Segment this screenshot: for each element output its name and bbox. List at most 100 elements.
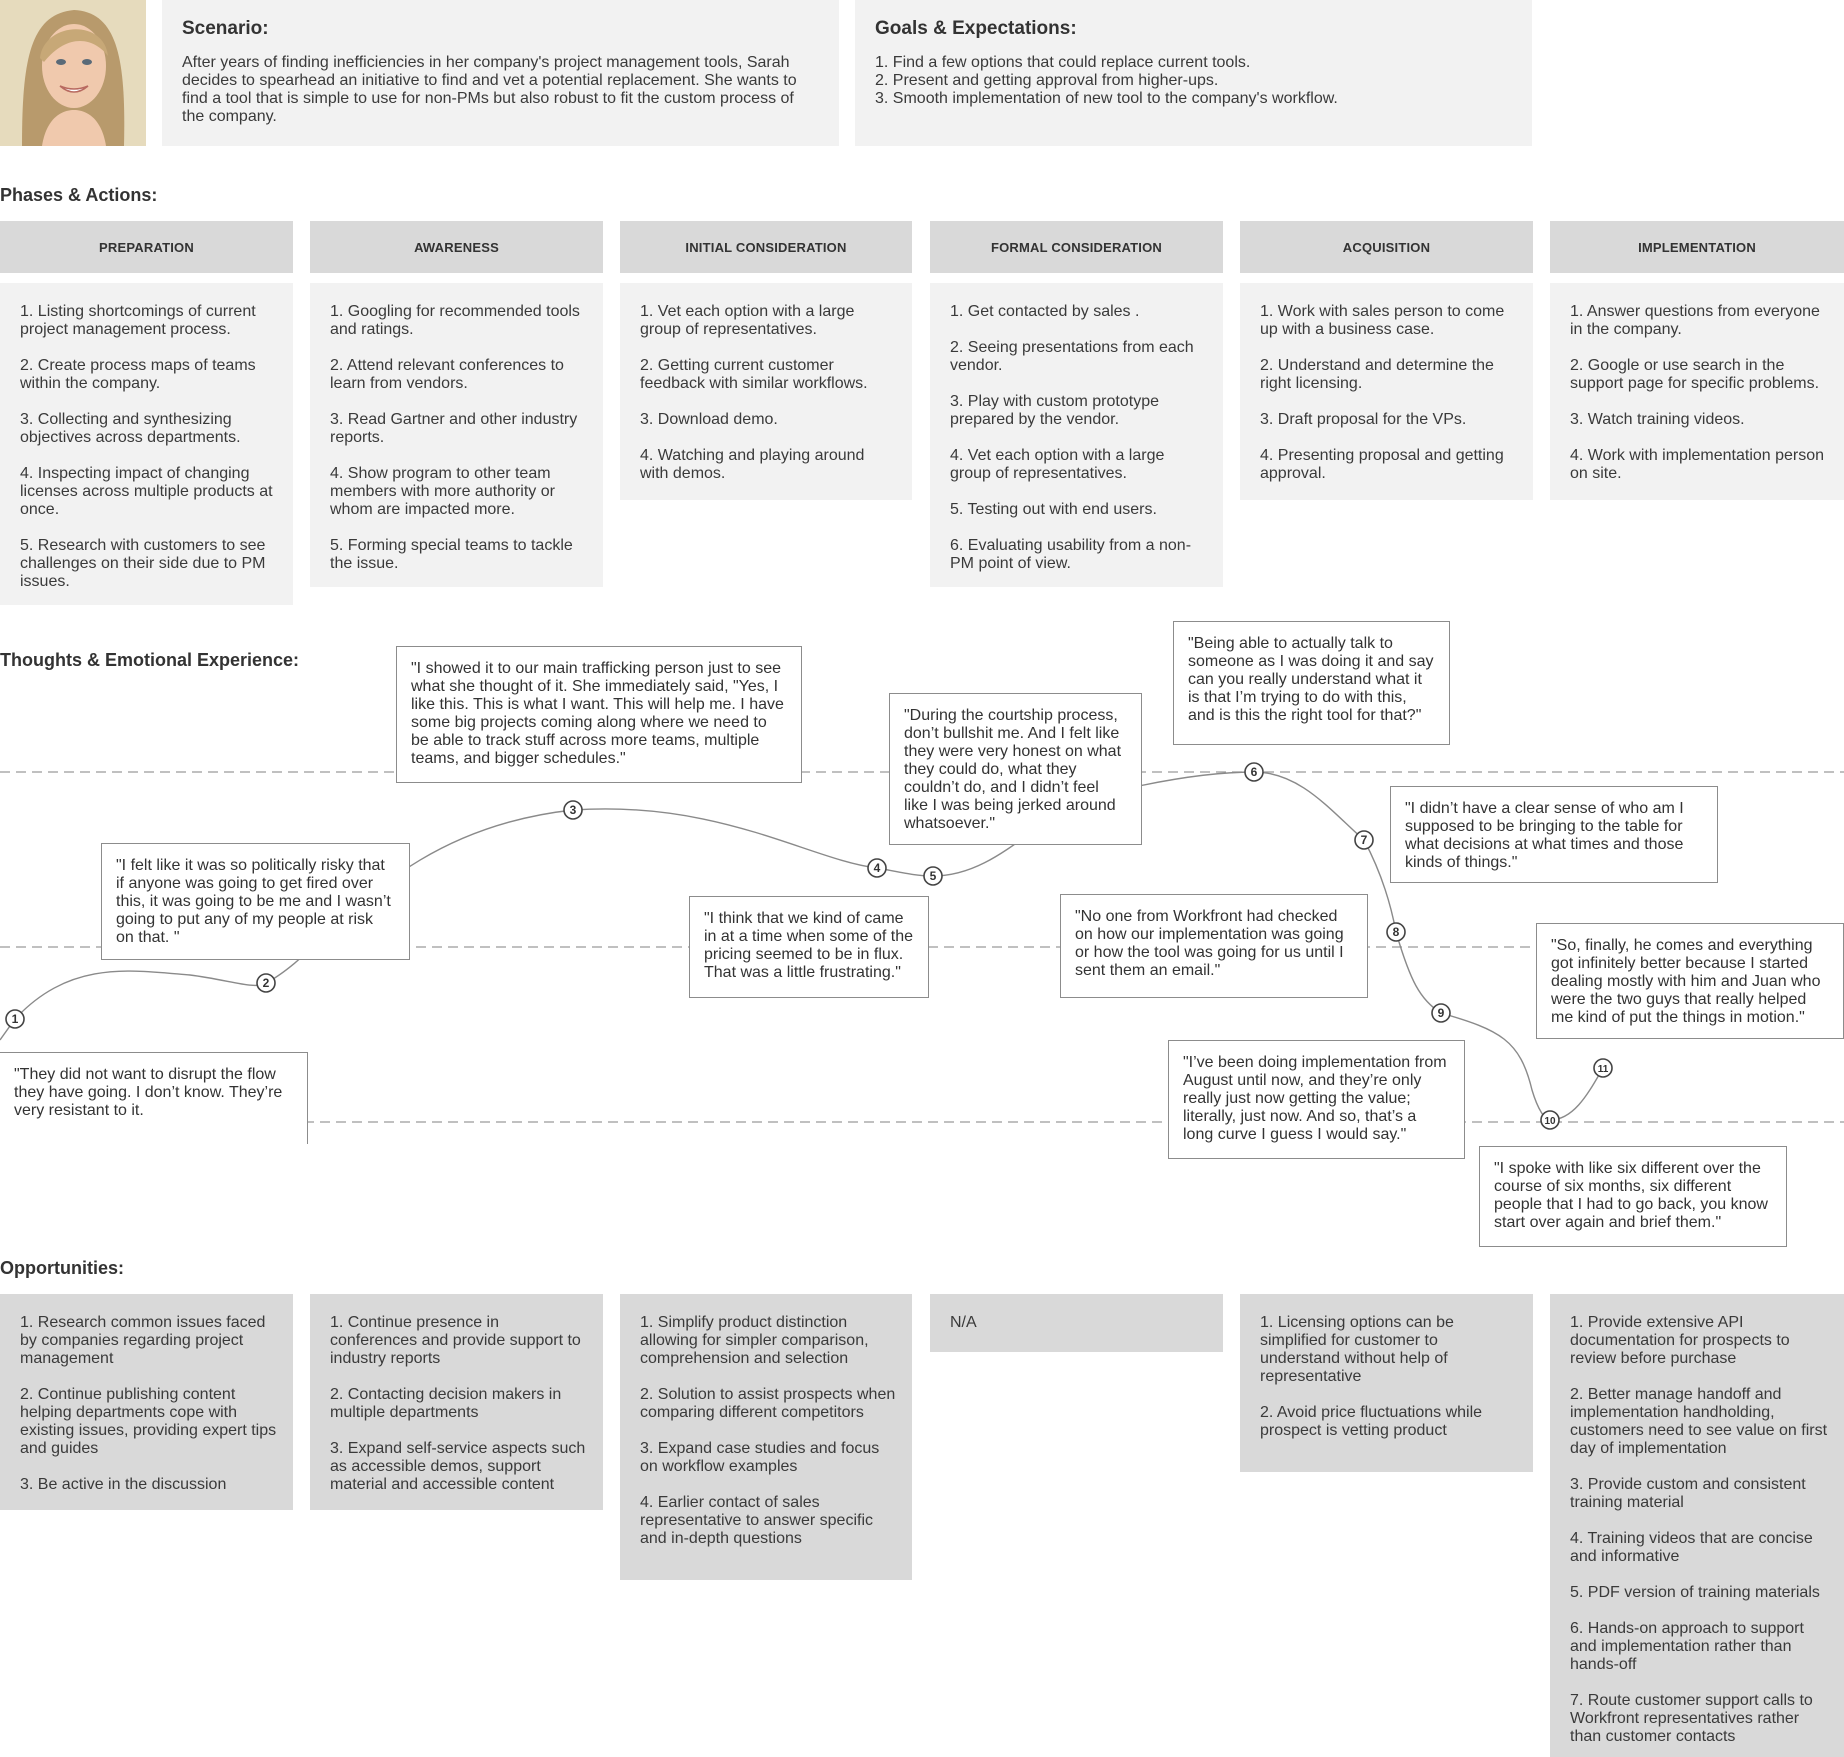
goals-list: 1. Find a few options that could replace… [875,54,1512,108]
phase-actions-box: 1. Answer questions from everyone in the… [1550,283,1844,500]
opportunity-item: 7. Route customer support calls to Workf… [1570,1692,1813,1745]
thought-marker-4: 4 [867,858,887,878]
action-item: 1. Listing shortcomings of current proje… [20,303,256,338]
thought-callout-1: "They did not want to disrupt the flow t… [0,1052,308,1144]
phase-header: FORMAL CONSIDERATION [930,221,1223,273]
action-item: 1. Answer questions from everyone in the… [1570,303,1820,338]
opportunity-item: 6. Hands-on approach to support and impl… [1570,1620,1804,1673]
goals-card: Goals & Expectations: 1. Find a few opti… [855,0,1532,146]
opportunities-section-title: Opportunities: [0,1258,124,1278]
phase-actions-box: 1. Work with sales person to come up wit… [1240,283,1533,500]
phase-actions-box: 1. Listing shortcomings of current proje… [0,283,293,605]
thought-marker-3: 3 [563,800,583,820]
action-item: 4. Inspecting impact of changing license… [20,465,273,518]
action-item: 5. Testing out with end users. [950,501,1157,518]
svg-text:11: 11 [1598,1064,1609,1075]
phase-actions-box: 1. Vet each option with a large group of… [620,283,912,500]
thought-callout-5: "During the courtship process, don’t bul… [889,693,1142,845]
opportunity-item: 4. Earlier contact of sales representati… [640,1494,873,1547]
thought-marker-11: 11 [1593,1058,1613,1078]
phase-header: AWARENESS [310,221,603,273]
persona-avatar [0,0,146,146]
action-item: 6. Evaluating usability from a non-PM po… [950,537,1192,572]
svg-text:5: 5 [930,869,937,883]
action-item: 4. Work with implementation person on si… [1570,447,1825,482]
thought-callout-9: "I’ve been doing implementation from Aug… [1168,1040,1465,1159]
thought-marker-8: 8 [1386,922,1406,942]
action-item: 3. Draft proposal for the VPs. [1260,411,1467,428]
action-item: 3. Download demo. [640,411,778,428]
thought-marker-5: 5 [923,866,943,886]
action-item: 2. Getting current customer feedback wit… [640,357,868,392]
action-item: 5. Research with customers to see challe… [20,537,266,590]
opportunity-item: 1. Provide extensive API documentation f… [1570,1314,1790,1367]
opportunity-item: 2. Contacting decision makers in multipl… [330,1386,562,1421]
opportunity-box: 1. Licensing options can be simplified f… [1240,1294,1533,1472]
opportunity-item: 1. Simplify product distinction allowing… [640,1314,869,1367]
phase-header: IMPLEMENTATION [1550,221,1844,273]
opportunity-box: 1. Provide extensive API documentation f… [1550,1294,1844,1757]
svg-text:2: 2 [263,976,270,990]
action-item: 1. Work with sales person to come up wit… [1260,303,1505,338]
goal-item: 3. Smooth implementation of new tool to … [875,90,1338,107]
thought-callout-3: "I showed it to our main trafficking per… [396,646,802,783]
action-item: 4. Show program to other team members wi… [330,465,555,518]
thought-callout-8: "No one from Workfront had checked on ho… [1060,894,1368,998]
thought-markers: 1 2 3 4 5 6 7 8 9 10 11 [5,762,1613,1130]
goal-item: 2. Present and getting approval from hig… [875,72,1219,89]
action-item: 2. Attend relevant conferences to learn … [330,357,564,392]
opportunity-item: 1. Research common issues faced by compa… [20,1314,266,1367]
thought-marker-9: 9 [1431,1003,1451,1023]
action-item: 4. Vet each option with a large group of… [950,447,1165,482]
opportunity-box: 1. Simplify product distinction allowing… [620,1294,912,1580]
goals-title: Goals & Expectations: [875,18,1077,39]
scenario-text: After years of finding inefficiencies in… [182,54,797,125]
action-item: 3. Read Gartner and other industry repor… [330,411,578,446]
opportunity-item: 4. Training videos that are concise and … [1570,1530,1813,1565]
opportunity-item: 3. Expand self-service aspects such as a… [330,1440,586,1493]
action-item: 1. Get contacted by sales . [950,303,1140,320]
svg-text:10: 10 [1544,1116,1556,1127]
svg-text:7: 7 [1361,833,1368,847]
opportunity-item: 2. Solution to assist prospects when com… [640,1386,896,1421]
action-item: 3. Collecting and synthesizing objective… [20,411,241,446]
scenario-card: Scenario: After years of finding ineffic… [162,0,839,146]
thought-marker-6: 6 [1244,762,1264,782]
phases-section-title: Phases & Actions: [0,185,158,205]
opportunity-item: 2. Avoid price fluctuations while prospe… [1260,1404,1483,1439]
thought-callout-7: "I didn’t have a clear sense of who am I… [1390,786,1718,883]
opportunity-item: 3. Expand case studies and focus on work… [640,1440,880,1475]
opportunity-item: 5. PDF version of training materials [1570,1584,1820,1601]
opportunity-item: N/A [950,1314,977,1331]
action-item: 2. Seeing presentations from each vendor… [950,339,1194,374]
thought-callout-2: "I felt like it was so politically risky… [101,843,410,960]
phase-header: PREPARATION [0,221,293,273]
svg-text:9: 9 [1438,1006,1445,1020]
opportunity-item: 3. Be active in the discussion [20,1476,227,1493]
thoughts-section-title: Thoughts & Emotional Experience: [0,650,300,670]
thought-marker-1: 1 [5,1009,25,1029]
scenario-title: Scenario: [182,18,269,39]
action-item: 3. Play with custom prototype prepared b… [950,393,1159,428]
thought-marker-10: 10 [1540,1110,1560,1130]
action-item: 3. Watch training videos. [1570,411,1745,428]
action-item: 2. Create process maps of teams within t… [20,357,256,392]
opportunity-box: 1. Continue presence in conferences and … [310,1294,603,1510]
opportunity-box: N/A [930,1294,1223,1352]
svg-text:3: 3 [570,803,577,817]
action-item: 2. Understand and determine the right li… [1260,357,1494,392]
action-item: 2. Google or use search in the support p… [1570,357,1820,392]
phase-header: INITIAL CONSIDERATION [620,221,912,273]
svg-text:6: 6 [1251,765,1258,779]
action-item: 5. Forming special teams to tackle the i… [330,537,573,572]
svg-text:8: 8 [1393,925,1400,939]
action-item: 4. Presenting proposal and getting appro… [1260,447,1504,482]
phase-header: ACQUISITION [1240,221,1533,273]
phase-actions-box: 1. Googling for recommended tools and ra… [310,283,603,587]
action-item: 4. Watching and playing around with demo… [640,447,865,482]
opportunity-item: 3. Provide custom and consistent trainin… [1570,1476,1806,1511]
svg-text:4: 4 [874,861,881,875]
thought-marker-7: 7 [1354,830,1374,850]
opportunity-item: 2. Continue publishing content helping d… [20,1386,277,1457]
svg-text:1: 1 [12,1012,19,1026]
